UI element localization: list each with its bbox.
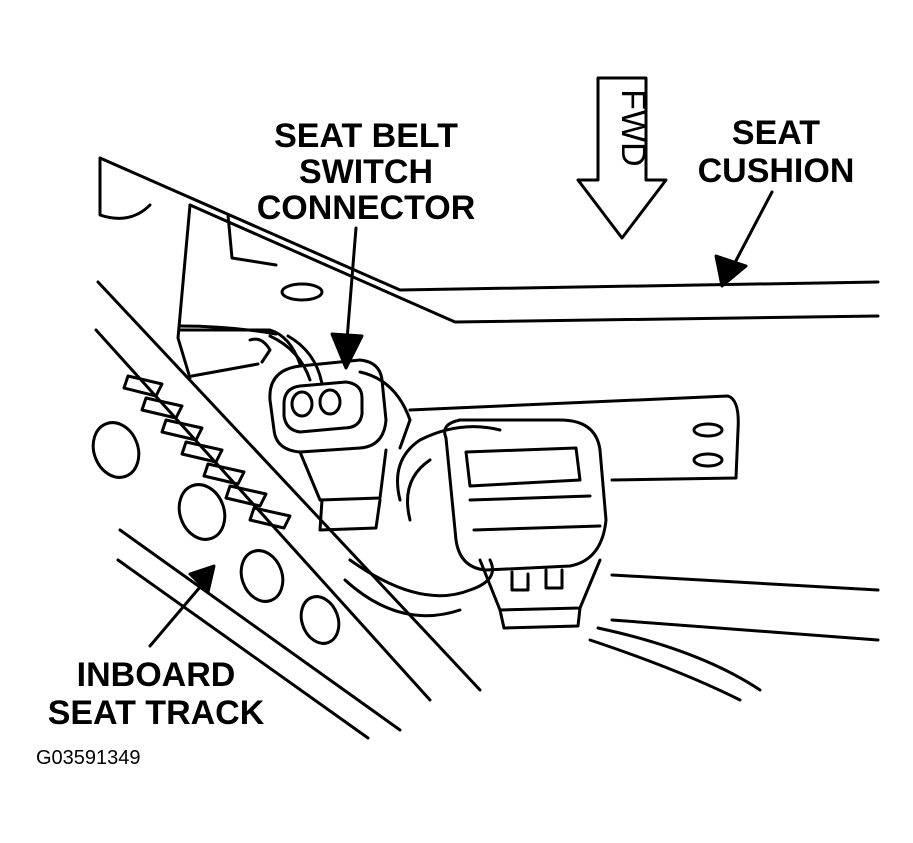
fwd-arrow-icon: FWD [576, 76, 668, 240]
fwd-text: FWD [614, 89, 652, 166]
seat-belt-switch-connector-label: SEAT BELT SWITCH CONNECTOR [236, 118, 496, 226]
inboard-seat-track [91, 280, 482, 740]
connector-label-line-1: SEAT BELT [274, 117, 458, 155]
mounting-bracket [408, 394, 880, 702]
connector-label-line-2: SWITCH [298, 153, 434, 191]
track-pointer-arrow [148, 564, 216, 648]
cushion-label-line-2: CUSHION [697, 152, 855, 190]
connector-pointer-arrow [330, 226, 364, 370]
inboard-seat-track-label: INBOARD SEAT TRACK [24, 656, 288, 732]
figure-id: G03591349 [36, 747, 141, 769]
seat-cushion-label: SEAT CUSHION [690, 114, 862, 190]
mating-connectors [443, 418, 608, 630]
cushion-pointer-arrow [714, 190, 774, 288]
track-label-line-1: INBOARD [76, 656, 236, 694]
seat-belt-switch-connector [268, 358, 412, 532]
track-label-line-2: SEAT TRACK [47, 694, 265, 732]
cushion-label-line-1: SEAT [731, 114, 821, 152]
seat-cushion-frame [98, 156, 880, 380]
connector-label-line-3: CONNECTOR [256, 189, 476, 227]
wire-harness [178, 328, 502, 618]
